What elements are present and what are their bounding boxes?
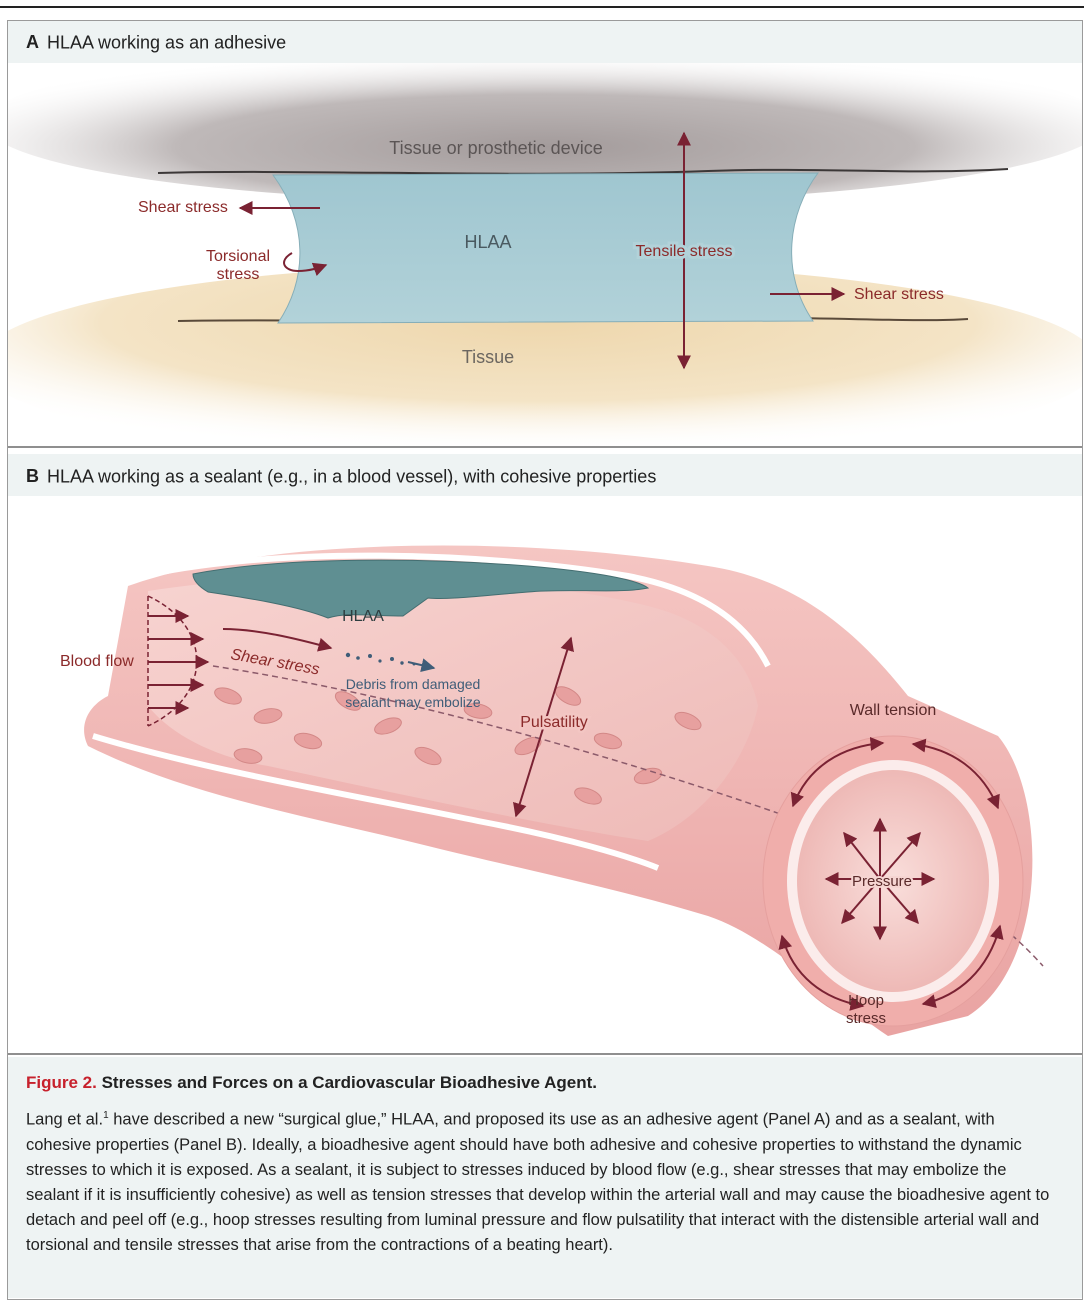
pressure-label: Pressure [852, 873, 912, 890]
shear-right-label: Shear stress [854, 286, 944, 303]
figure-label: Figure 2. [26, 1073, 97, 1092]
debris-label-1: Debris from damaged [346, 676, 481, 692]
bottom-surface-label: Tissue [462, 347, 514, 367]
panel-divider-1 [8, 446, 1082, 448]
top-rule [0, 6, 1084, 8]
torsional-label-2: stress [217, 266, 260, 283]
panel-a-letter: A [26, 32, 39, 52]
wall-tension-label: Wall tension [850, 702, 937, 719]
panel-a-title: HLAA working as an adhesive [47, 32, 286, 52]
debris-label-2: sealant may embolize [345, 694, 481, 710]
figure-caption: Figure 2. Stresses and Forces on a Cardi… [8, 1057, 1082, 1298]
panel-a-illustration: Tissue or prosthetic device Tissue HLAA … [8, 63, 1082, 446]
blood-flow-label: Blood flow [60, 653, 134, 670]
hlaa-sealant-label: HLAA [342, 608, 384, 625]
caption-body: Lang et al.1 have described a new “surgi… [26, 1103, 1064, 1258]
torsional-label-1: Torsional [206, 248, 270, 265]
shear-left-label: Shear stress [138, 199, 228, 216]
top-surface-label: Tissue or prosthetic device [389, 138, 602, 158]
tensile-label: Tensile stress [636, 243, 733, 260]
pulsatility-label: Pulsatility [520, 714, 588, 731]
panel-b-illustration: HLAA Blood flow Shear stress De [8, 496, 1082, 1051]
hoop-label-1: Hoop [848, 992, 884, 1009]
hlaa-label: HLAA [464, 232, 511, 252]
caption-authors: Lang et al. [26, 1111, 103, 1129]
panel-a-header: A HLAA working as an adhesive [8, 21, 1082, 63]
panel-b-header: B HLAA working as a sealant (e.g., in a b… [8, 454, 1082, 496]
panel-b-title: HLAA working as a sealant (e.g., in a bl… [47, 466, 656, 486]
panel-divider-2 [8, 1053, 1082, 1055]
caption-text: have described a new “surgical glue,” HL… [26, 1111, 1049, 1254]
caption-reference: 1 [103, 1110, 109, 1121]
caption-title: Stresses and Forces on a Cardiovascular … [102, 1073, 597, 1092]
panel-b-letter: B [26, 466, 39, 486]
hoop-label-2: stress [846, 1010, 886, 1027]
hlaa-block [273, 173, 818, 323]
caption-title-line: Figure 2. Stresses and Forces on a Cardi… [26, 1073, 1064, 1093]
